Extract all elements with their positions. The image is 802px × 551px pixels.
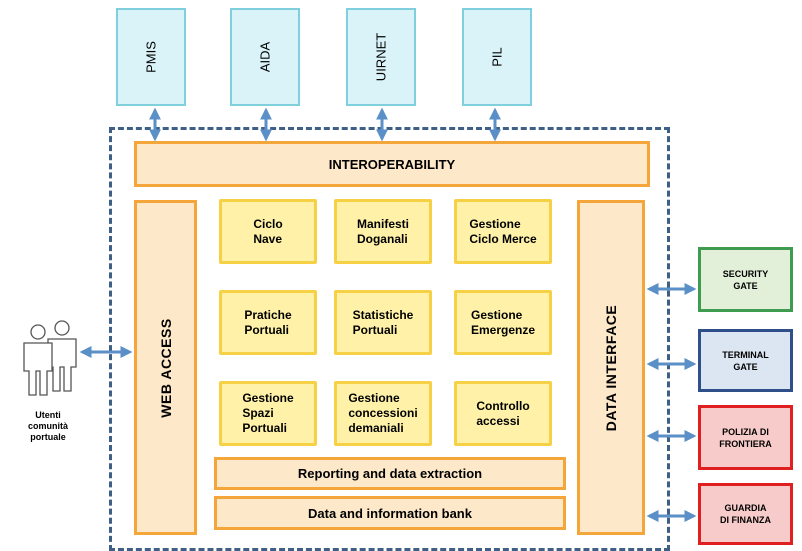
module-label: Pratiche Portuali	[244, 307, 292, 337]
module-label: Gestione Emergenze	[470, 307, 536, 337]
module-ciclo-nave: Ciclo Nave	[219, 199, 317, 264]
interoperability-band: INTEROPERABILITY	[134, 141, 650, 187]
module-gestione-emergenze: Gestione Emergenze	[454, 290, 552, 355]
external-system-aida: AIDA	[230, 8, 300, 106]
gate-label: POLIZIA DI FRONTIERA	[719, 426, 772, 449]
external-system-uirnet: UIRNET	[346, 8, 416, 106]
module-gestione-ciclo-merce: Gestione Ciclo Merce	[454, 199, 552, 264]
security-gate: SECURITY GATE	[698, 247, 793, 312]
web-access-column: WEB ACCESS	[134, 200, 197, 535]
terminal-gate: TERMINAL GATE	[698, 329, 793, 392]
external-system-pil: PIL	[462, 8, 532, 106]
gate-label: TERMINAL GATE	[722, 349, 769, 372]
data-interface-column: DATA INTERFACE	[577, 200, 645, 535]
gate-label: GUARDIA DI FINANZA	[720, 503, 771, 525]
interoperability-label: INTEROPERABILITY	[328, 156, 456, 172]
module-statistiche-portuali: Statistiche Portuali	[334, 290, 432, 355]
module-label: Ciclo Nave	[253, 216, 283, 246]
module-label: Gestione Ciclo Merce	[469, 216, 537, 246]
module-label: Gestione concessioni demaniali	[348, 391, 418, 435]
module-controllo-accessi: Controllo accessi	[454, 381, 552, 446]
users-icon	[23, 320, 77, 396]
users-label: Utenti comunità portuale	[27, 410, 68, 442]
module-label: Controllo accessi	[476, 398, 530, 428]
module-pratiche-portuali: Pratiche Portuali	[219, 290, 317, 355]
module-gestione-concessioni-demaniali: Gestione concessioni demaniali	[334, 381, 432, 446]
module-label: Statistiche Portuali	[352, 307, 414, 337]
module-manifesti-doganali: Manifesti Doganali	[334, 199, 432, 264]
polizia-di-frontiera: POLIZIA DI FRONTIERA	[698, 405, 793, 470]
module-label: Manifesti Doganali	[356, 216, 409, 246]
reporting-band: Reporting and data extraction	[214, 457, 566, 490]
reporting-label: Reporting and data extraction	[297, 466, 483, 481]
module-label: Gestione Spazi Portuali	[242, 391, 294, 435]
module-gestione-spazi-portuali: Gestione Spazi Portuali	[219, 381, 317, 446]
data-bank-band: Data and information bank	[214, 496, 566, 530]
data-bank-label: Data and information bank	[308, 505, 472, 521]
gate-label: SECURITY GATE	[722, 268, 769, 291]
external-system-pmis: PMIS	[116, 8, 186, 106]
guardia-di-finanza: GUARDIA DI FINANZA	[698, 483, 793, 545]
